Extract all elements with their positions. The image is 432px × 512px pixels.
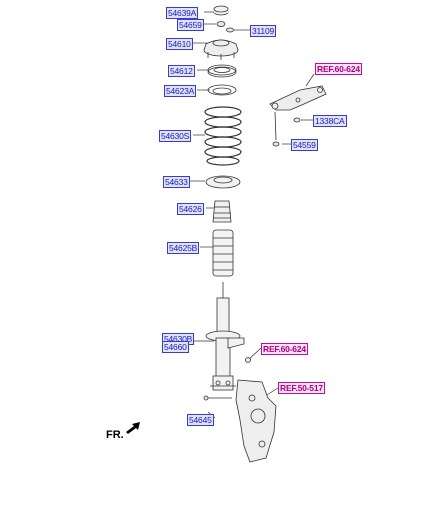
bracket-bolt (272, 111, 280, 147)
nut-54660 (245, 357, 251, 363)
front-direction-arrow (126, 422, 140, 434)
part-label-54639A[interactable]: 54639A (166, 7, 199, 19)
part-label-54659[interactable]: 54659 (177, 19, 204, 31)
spring-upper-seat (207, 84, 237, 96)
part-label-54633[interactable]: 54633 (163, 176, 190, 188)
strut-mount (203, 39, 239, 60)
steering-knuckle (235, 379, 277, 463)
nut-1338CA (293, 117, 301, 123)
dust-cover (212, 229, 234, 277)
coil-spring (204, 106, 242, 166)
knuckle-bolts (203, 385, 236, 401)
part-label-54559[interactable]: 54559 (291, 139, 318, 151)
bumper-stopper (212, 200, 232, 223)
part-label-54626[interactable]: 54626 (177, 203, 204, 215)
part-label-54660[interactable]: 54660 (162, 341, 189, 353)
ref-label-50-517[interactable]: REF.50-517 (278, 382, 325, 394)
top-cap (213, 5, 229, 16)
part-label-54610[interactable]: 54610 (166, 38, 193, 50)
part-label-54612[interactable]: 54612 (168, 65, 195, 77)
part-label-31109[interactable]: 31109 (250, 25, 277, 37)
bracket (269, 85, 327, 111)
ref-label-60-624-mid[interactable]: REF.60-624 (261, 343, 308, 355)
bearing (207, 64, 237, 78)
part-label-54625B[interactable]: 54625B (167, 242, 200, 254)
part-label-54645[interactable]: 54645 (187, 414, 214, 426)
nut-31109 (226, 27, 234, 33)
ref-label-60-624-top[interactable]: REF.60-624 (315, 63, 362, 75)
strut-assembly (205, 282, 245, 391)
nut-54659 (216, 21, 226, 27)
front-direction-label: FR. (106, 429, 124, 441)
part-label-1338CA[interactable]: 1338CA (313, 115, 347, 127)
spring-lower-pad (205, 175, 241, 189)
part-label-54630S[interactable]: 54630S (159, 130, 192, 142)
part-label-54623A[interactable]: 54623A (164, 85, 197, 97)
